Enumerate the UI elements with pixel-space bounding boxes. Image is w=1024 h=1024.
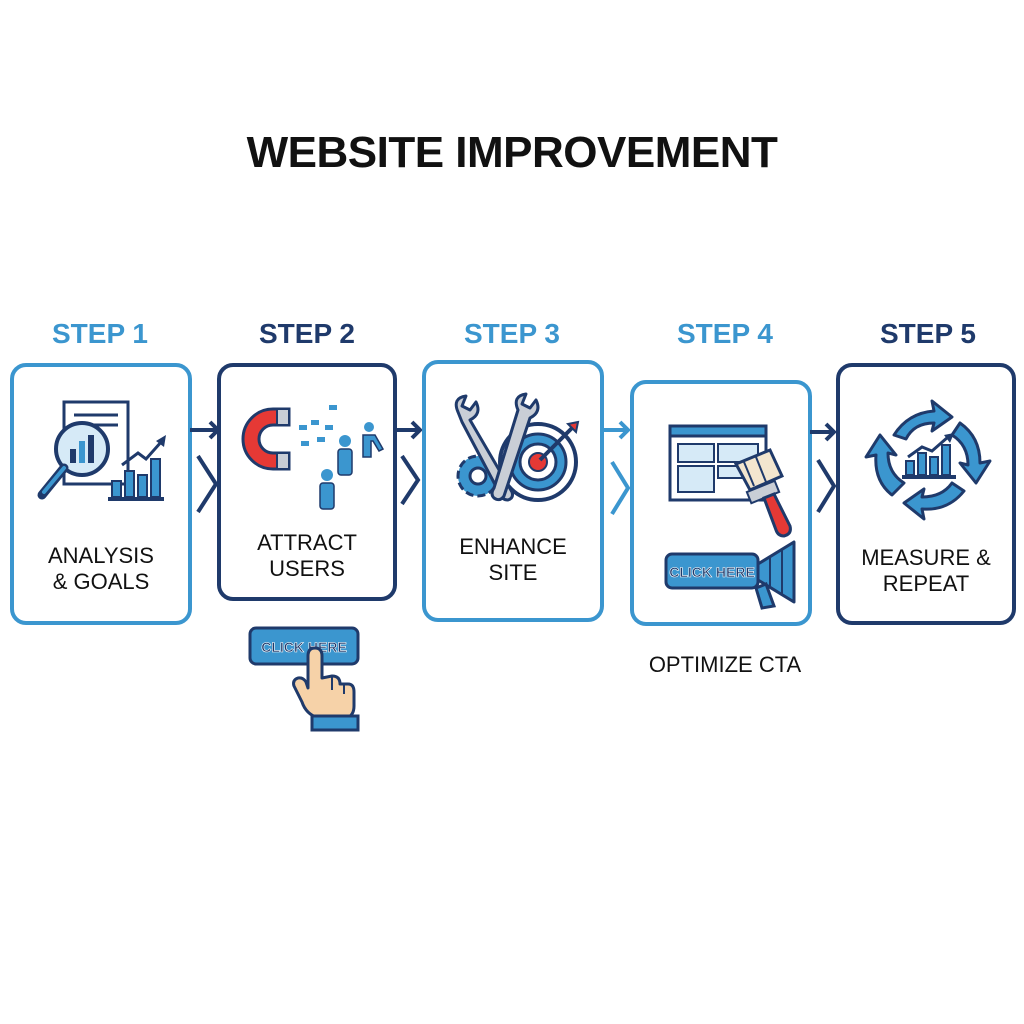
step-4-below-text: OPTIMIZE CTA	[648, 652, 802, 677]
pointing-hand-icon	[292, 646, 360, 732]
step-4-cta-button-text: CLICK HERE	[669, 564, 755, 580]
step-2-card: ATTRACT USERS	[217, 363, 397, 601]
step-2-cta-button-text: CLICK HERE	[261, 639, 347, 655]
arrow-4-to-5	[810, 422, 837, 514]
paintbrush-icon	[733, 448, 792, 538]
step-3-card: ENHANCE SITE	[422, 360, 604, 622]
arrow-3-to-4	[604, 420, 631, 516]
step-5-label: STEP 5	[880, 318, 976, 349]
webpage-paintbrush-megaphone-icon: CLICK HERE	[664, 424, 796, 610]
magnet-users-icon	[241, 405, 385, 510]
step-3-label: STEP 3	[464, 318, 560, 349]
step-1-card: ANALYSIS & GOALS	[10, 363, 192, 625]
step-1-label: STEP 1	[52, 318, 148, 349]
megaphone-cta: CLICK HERE	[664, 540, 796, 610]
step-2-text: ATTRACT USERS	[257, 530, 357, 581]
step-4-card: CLICK HERE	[630, 380, 812, 626]
step-5-text: MEASURE & REPEAT	[861, 545, 991, 596]
step-3-text: ENHANCE SITE	[459, 534, 567, 585]
step-5-card: MEASURE & REPEAT	[836, 363, 1016, 625]
step-2-cta-illustration: CLICK HERE	[248, 626, 360, 732]
analytics-magnifier-icon	[37, 400, 166, 501]
step-4-label: STEP 4	[677, 318, 773, 349]
step-2-label: STEP 2	[259, 318, 355, 349]
cycle-chart-icon	[864, 399, 992, 521]
arrow-2-to-3	[396, 420, 423, 506]
step-1-text: ANALYSIS & GOALS	[48, 543, 154, 594]
tools-target-icon	[454, 392, 580, 502]
page-title: WEBSITE IMPROVEMENT	[246, 128, 778, 177]
